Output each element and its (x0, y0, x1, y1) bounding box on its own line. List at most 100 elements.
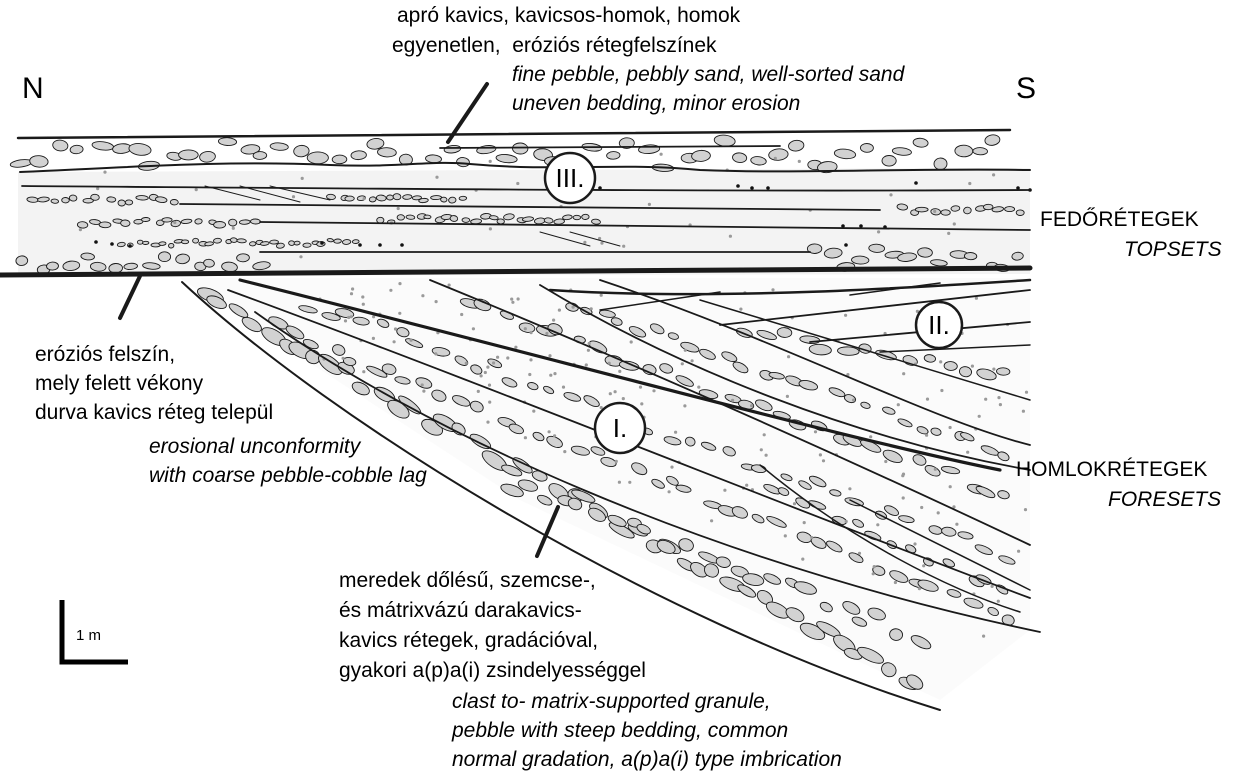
pebble (368, 196, 377, 203)
pebble (571, 489, 596, 503)
pebble (553, 218, 565, 225)
pebble (376, 318, 390, 328)
sand-grain (821, 459, 826, 463)
pebble (680, 341, 700, 353)
sand-grain (628, 480, 632, 484)
sand-grain (818, 453, 823, 457)
pebble (168, 242, 175, 249)
pebble (756, 329, 777, 341)
pebble (715, 556, 731, 568)
pebble (860, 401, 871, 409)
pebble (488, 215, 499, 221)
pebble (52, 139, 69, 152)
foresets-label-en: FORESETS (1108, 488, 1222, 511)
pebble (884, 505, 899, 516)
pebble (366, 137, 385, 150)
sand-grain (739, 307, 743, 311)
pebble (89, 261, 107, 272)
sand-grain (299, 255, 303, 259)
sand-grain (764, 453, 768, 457)
foreset-note-en-1: clast to- matrix-supported granule, (452, 690, 771, 713)
sand-grain (925, 397, 930, 401)
pebble (394, 376, 411, 385)
sand-grain (586, 348, 591, 352)
pebble (721, 351, 738, 363)
pebble (543, 217, 554, 224)
sand-grain (859, 224, 863, 228)
foreset-leader (535, 505, 560, 558)
sand-grain (992, 367, 996, 371)
sand-grain (728, 234, 733, 238)
sand-grain (599, 406, 603, 410)
pebble (750, 156, 767, 166)
sand-grain (361, 295, 365, 299)
sand-grain (291, 195, 296, 199)
pebble (868, 243, 886, 253)
sand-grain (600, 241, 604, 245)
topset-cross-lamina-1 (204, 185, 261, 201)
erosion-note-en-2: with coarse pebble-cobble lag (149, 464, 427, 487)
pebble (777, 487, 790, 496)
pebble (332, 344, 346, 356)
sand-grain (766, 186, 770, 190)
unit-marker-1: I. (593, 401, 647, 455)
pebble (456, 157, 470, 168)
pebble (963, 597, 984, 609)
pebble (806, 243, 823, 254)
sand-grain (893, 580, 898, 585)
pebble (675, 375, 694, 387)
pebble (842, 601, 861, 615)
sand-grain (952, 505, 956, 509)
topsets-label-en: TOPSETS (1124, 238, 1222, 261)
pebble (933, 157, 948, 171)
pebble (984, 134, 1001, 146)
sand-grain (231, 226, 235, 230)
pebble (570, 445, 590, 456)
sand-grain (922, 564, 926, 568)
foreset-line-7 (599, 279, 1031, 446)
sand-grain (343, 319, 348, 323)
pebble (731, 506, 748, 519)
pebble (68, 194, 78, 202)
foreset-line-4 (238, 278, 1002, 472)
sand-grain (674, 430, 678, 434)
sand-grain (492, 361, 496, 365)
pebble (713, 134, 736, 147)
pebble (798, 480, 812, 490)
pebble (891, 147, 912, 156)
pebble (972, 147, 988, 156)
foreset-line-11 (599, 291, 721, 311)
pebble (302, 339, 319, 350)
pebble (798, 379, 819, 391)
sand-grain (506, 356, 510, 360)
sand-grain (844, 313, 848, 317)
sand-grain (667, 490, 671, 494)
sand-grain (583, 240, 587, 244)
pebble (867, 607, 886, 621)
sand-grain (347, 315, 351, 320)
pebble (975, 485, 996, 499)
pebble (443, 144, 462, 154)
sand-grain (913, 542, 917, 546)
pebble (606, 151, 621, 160)
pebble (521, 216, 535, 222)
pebble (996, 367, 1011, 376)
pebble (228, 218, 238, 227)
sand-grain (982, 634, 986, 638)
pebble (250, 218, 261, 225)
pebble (998, 555, 1016, 565)
sand-grain (349, 315, 353, 319)
foreset-line-14 (849, 282, 941, 296)
sand-grain (621, 397, 625, 401)
erosion-note-hu-3: durva kavics réteg települ (35, 401, 274, 424)
pebble (910, 635, 932, 650)
pebble (776, 327, 793, 338)
pebble (351, 381, 370, 396)
topset-cross-lamina-4 (539, 231, 591, 247)
unit-marker-2-label: II. (928, 310, 950, 340)
pebble (940, 466, 961, 475)
sand-grain (920, 505, 924, 510)
foresets-label-hu: HOMLOKRÉTEGEK (1016, 458, 1208, 481)
pebble (178, 149, 199, 161)
pebble (755, 399, 773, 412)
